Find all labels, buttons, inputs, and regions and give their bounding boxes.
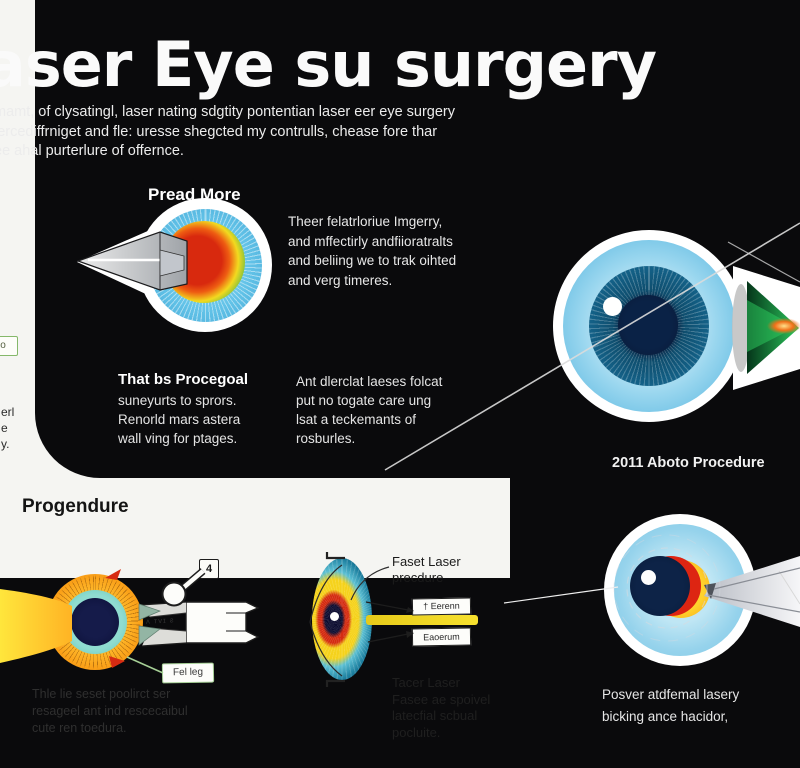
column-heading: That bs Procegoal <box>118 371 249 388</box>
caption-line: pocluite. <box>392 724 441 740</box>
column-line: lsat a teckemants of <box>296 412 417 427</box>
orange-eye-pupil <box>71 598 119 646</box>
bracket-mark <box>325 552 345 560</box>
bigeye-laser-hotspot <box>767 318 800 334</box>
forceps-jaw-tip <box>138 603 161 621</box>
cross-section-texture <box>312 558 372 680</box>
edge-fragment: erl <box>1 405 15 419</box>
label-line: Faset Laser <box>392 554 461 569</box>
bottomeye-pupil <box>630 556 690 616</box>
caption-line: resageel ant ind rescecaibul <box>32 704 188 718</box>
procedure-caption: Thle lie seset poolirct ser resageel ant… <box>32 686 188 737</box>
column-line: Renorld mars astera <box>118 412 241 427</box>
orange-eye-tail <box>0 589 72 663</box>
caption-line: Thle lie seset poolirct ser <box>32 687 171 701</box>
edge-fragment: e <box>1 421 8 435</box>
page-subtitle: mamt, of clysatingl, laser nating sdgtit… <box>0 103 455 162</box>
bigeye-highlight <box>603 297 622 316</box>
edge-text-fragments: erl e y. <box>1 406 14 451</box>
column-line: suneyurts to sprors. <box>118 393 237 408</box>
subtitle-line: mamt, of clysatingl, laser nating sdgtit… <box>0 104 456 120</box>
label-pointer-line <box>350 566 390 601</box>
caption-line: bicking ance hacidor, <box>602 709 729 724</box>
dashed-guide-circle <box>626 547 708 629</box>
cross-section-lens <box>312 558 372 680</box>
cross-section-label: Faset Laser precdure <box>392 554 461 586</box>
procedure-heading: Progendure <box>22 496 129 517</box>
column-line: wall ving for ptages. <box>118 431 238 446</box>
column-line: Ant dlerclat laeses folcat <box>296 374 443 389</box>
intro-line: and mffectirly andfiioratralts <box>288 233 453 249</box>
intro-line: Theer felatrloriue Imgerry, <box>288 214 443 229</box>
bottomeye-caption: Posver atdfemal lasery bicking ance haci… <box>602 684 739 728</box>
tool-connector-circle <box>161 581 187 607</box>
subtitle-line: ee ahal purterlure of offernce. <box>0 143 184 159</box>
cross-section-caption: Tacer Laser Fasee ae spoivel latecfial s… <box>392 675 490 741</box>
cross-section-beam <box>366 615 478 625</box>
diagonal-accent-line <box>384 222 800 471</box>
label-line: precdure <box>392 570 444 585</box>
cross-section-highlight <box>330 612 339 621</box>
edge-fragment: y. <box>1 437 10 451</box>
intro-line: and beliing we to trak oihted <box>288 253 457 268</box>
forceps-body <box>185 601 260 644</box>
caption-line: Posver atdfemal lasery <box>602 687 740 702</box>
column-laser-text: Ant dlerclat laeses folcat put no togate… <box>296 372 442 448</box>
bigeye-caption: 2011 Aboto Procedure <box>612 455 765 471</box>
column-line: rosburles. <box>296 431 356 446</box>
caption-line: Fasee ae spoivel <box>392 691 491 707</box>
read-more-label[interactable]: Pread More <box>148 185 241 204</box>
intro-line: and verg timeres. <box>288 272 393 288</box>
caption-line: latecfial scbual <box>392 708 478 723</box>
page-title: aser Eye su surgery <box>0 28 657 101</box>
bottomeye-highlight <box>641 570 656 585</box>
subtitle-line: lercediffrniget and fle: uresse shegcted… <box>0 123 438 140</box>
intro-paragraph: Theer felatrloriue Imgerry, and mffectir… <box>288 212 456 290</box>
edge-green-label: o <box>0 336 18 356</box>
column-line: put no togate care ung <box>296 393 432 408</box>
red-arrow-mark <box>105 569 121 580</box>
column-procedure-text: That bs Procegoal suneyurts to sprors. R… <box>118 370 248 448</box>
caption-line: Tacer Laser <box>392 675 460 690</box>
caption-line: cute ren toedura. <box>32 721 127 735</box>
